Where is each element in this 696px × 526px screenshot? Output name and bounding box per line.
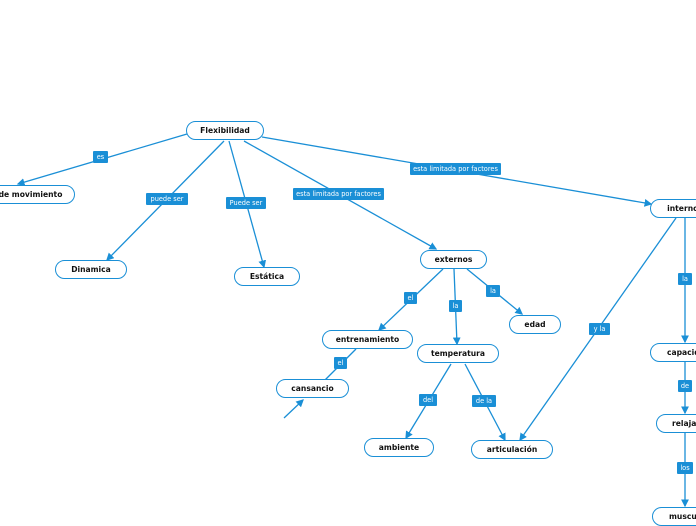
node-externos[interactable]: externos <box>420 250 487 269</box>
node-entrenamiento[interactable]: entrenamiento <box>322 330 413 349</box>
node-ambiente[interactable]: ambiente <box>364 438 434 457</box>
label-limitada-2: esta limitada por factores <box>410 163 501 175</box>
node-temperatura[interactable]: temperatura <box>417 344 499 363</box>
label-los: los <box>677 462 693 474</box>
node-relajacion[interactable]: relaja <box>656 414 696 433</box>
label-de: de <box>678 380 692 392</box>
node-articulacion[interactable]: articulación <box>471 440 553 459</box>
node-de-movimiento[interactable]: de movimiento <box>0 185 75 204</box>
node-internos[interactable]: internos <box>650 199 696 218</box>
label-la-2: la <box>486 285 500 297</box>
label-la-3: la <box>678 273 692 285</box>
node-musculos[interactable]: muscul <box>652 507 696 526</box>
node-dinamica[interactable]: Dinamica <box>55 260 127 279</box>
label-del: del <box>419 394 437 406</box>
label-limitada-1: esta limitada por factores <box>293 188 384 200</box>
label-el-2: el <box>334 357 347 369</box>
node-edad[interactable]: edad <box>509 315 561 334</box>
node-flexibilidad[interactable]: Flexibilidad <box>186 121 264 140</box>
label-es: es <box>93 151 108 163</box>
label-puede-ser-1: puede ser <box>146 193 188 205</box>
label-puede-ser-2: Puede ser <box>226 197 266 209</box>
edge-stray <box>283 399 304 419</box>
node-estatica[interactable]: Estática <box>234 267 300 286</box>
label-de-la: de la <box>472 395 496 407</box>
label-y-la: y la <box>589 323 610 335</box>
node-cansancio[interactable]: cansancio <box>276 379 349 398</box>
node-capacidad[interactable]: capacid <box>650 343 696 362</box>
label-la-1: la <box>449 300 462 312</box>
label-el-1: el <box>404 292 417 304</box>
